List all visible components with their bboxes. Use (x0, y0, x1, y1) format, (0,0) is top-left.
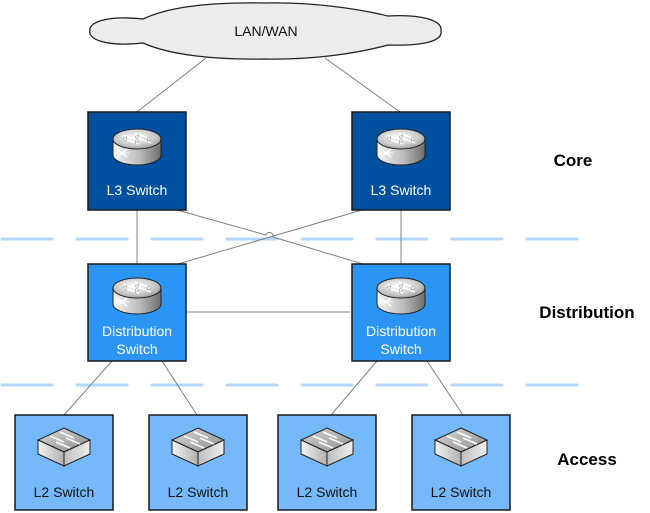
access-switch-2-label: L2 Switch (168, 484, 229, 500)
access-switch-1[interactable]: L2 Switch (14, 414, 114, 511)
distribution-switch-left[interactable]: Distribution Switch (87, 263, 187, 362)
core-switch-left[interactable]: L3 Switch (87, 111, 187, 211)
link-cloud-core-left (136, 57, 207, 113)
router-icon (112, 277, 162, 315)
core-switch-right-label: L3 Switch (371, 182, 432, 198)
access-switch-4[interactable]: L2 Switch (411, 414, 511, 511)
link-dist-left-access-1 (63, 360, 113, 416)
link-core-left-dist-right (176, 209, 364, 265)
link-core-right-dist-left (177, 209, 363, 265)
link-cloud-core-right (324, 57, 401, 113)
router-icon (376, 128, 426, 166)
distribution-switch-right[interactable]: Distribution Switch (351, 263, 451, 362)
core-switch-right[interactable]: L3 Switch (351, 111, 451, 211)
access-switch-3-label: L2 Switch (297, 484, 358, 500)
router-icon (112, 128, 162, 166)
distribution-switch-right-label-line2: Switch (380, 341, 421, 357)
distribution-switch-right-label-line1: Distribution (366, 323, 436, 339)
link-dist-right-access-4 (426, 360, 464, 416)
layer-label-core: Core (554, 151, 593, 170)
links (63, 57, 464, 416)
distribution-switch-left-label-line2: Switch (116, 341, 157, 357)
access-switch-1-label: L2 Switch (34, 484, 95, 500)
access-switch-2[interactable]: L2 Switch (148, 414, 248, 511)
distribution-switch-left-label-line1: Distribution (102, 323, 172, 339)
link-dist-left-access-2 (161, 360, 198, 416)
layer-label-access: Access (557, 450, 617, 469)
cloud-label: LAN/WAN (234, 23, 297, 39)
router-icon (376, 277, 426, 315)
core-switch-left-label: L3 Switch (107, 182, 168, 198)
layer-label-distribution: Distribution (539, 303, 634, 322)
access-switch-4-label: L2 Switch (431, 484, 492, 500)
access-switch-3[interactable]: L2 Switch (277, 414, 377, 511)
link-dist-right-access-3 (330, 360, 378, 416)
lan-wan-cloud: LAN/WAN (89, 2, 442, 60)
